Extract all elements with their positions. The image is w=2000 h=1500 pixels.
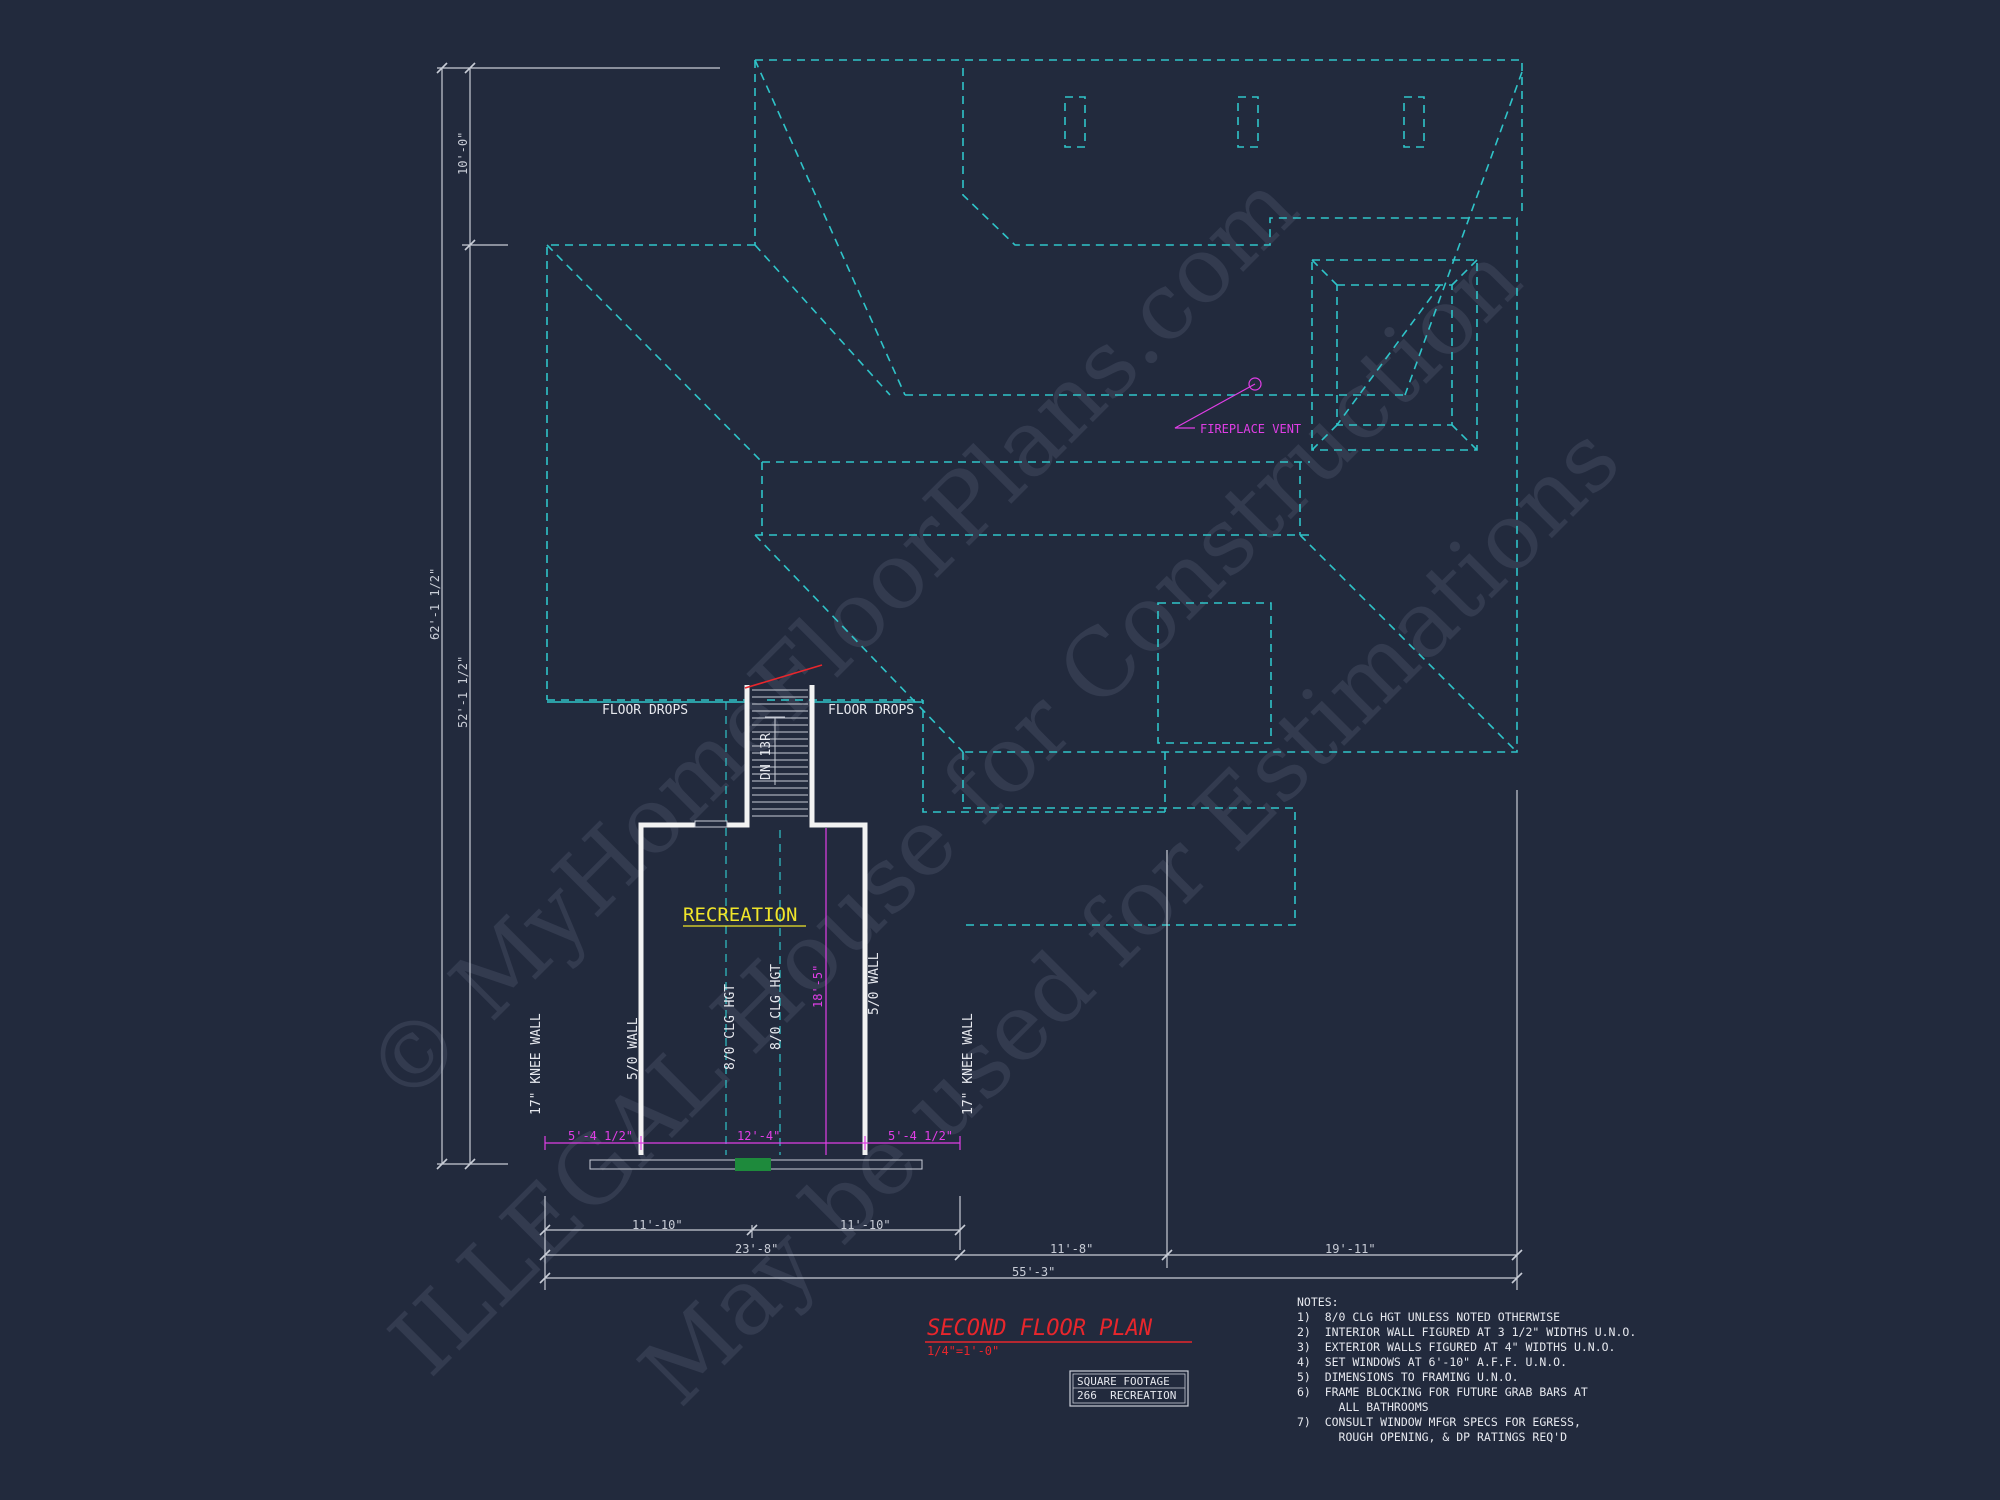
- door-opening: [694, 820, 728, 828]
- fireplace-vent-label: FIREPLACE VENT: [1200, 422, 1301, 436]
- dim-11-10-b: 11'-10": [840, 1218, 891, 1232]
- roof-outline: [546, 59, 1523, 926]
- square-footage-label: SQUARE FOOTAGE: [1077, 1375, 1170, 1388]
- stair: [752, 689, 808, 817]
- note-2: 2) INTERIOR WALL FIGURED AT 3 1/2" WIDTH…: [1297, 1325, 1636, 1339]
- stair-break-line: [744, 664, 823, 689]
- square-footage-box: SQUARE FOOTAGE 266 RECREATION: [1069, 1370, 1189, 1407]
- dim-19-11: 19'-11": [1325, 1242, 1376, 1256]
- plan-title: SECOND FLOOR PLAN: [927, 1316, 1153, 1341]
- note-7: 7) CONSULT WINDOW MFGR SPECS FOR EGRESS,: [1297, 1415, 1581, 1429]
- dim-12-4: 12'-4": [737, 1129, 780, 1143]
- note-4: 4) SET WINDOWS AT 6'-10" A.F.F. U.N.O.: [1297, 1355, 1567, 1369]
- room-label: RECREATION: [683, 904, 797, 926]
- note-5: 5) DIMENSIONS TO FRAMING U.N.O.: [1297, 1370, 1519, 1384]
- dim-52: 52'-1 1/2": [456, 656, 470, 728]
- notes-heading: NOTES:: [1297, 1295, 1339, 1309]
- plan-scale: 1/4"=1'-0": [927, 1344, 999, 1358]
- wall-5-left-label: 5/0 WALL: [626, 1017, 641, 1080]
- dim-11-8: 11'-8": [1050, 1242, 1093, 1256]
- notes: NOTES: 1) 8/0 CLG HGT UNLESS NOTED OTHER…: [1297, 1295, 1636, 1444]
- note-3: 3) EXTERIOR WALLS FIGURED AT 4" WIDTHS U…: [1297, 1340, 1616, 1354]
- floor-drops-left-label: FLOOR DROPS: [602, 703, 688, 718]
- dim-5-4-left: 5'-4 1/2": [568, 1129, 633, 1143]
- dim-62: 62'-1 1/2": [428, 568, 442, 640]
- note-6: 6) FRAME BLOCKING FOR FUTURE GRAB BARS A…: [1297, 1385, 1588, 1399]
- floor-hatch: [589, 1158, 923, 1171]
- knee-wall-left-label: 17" KNEE WALL: [529, 1013, 544, 1115]
- square-footage-value: 266 RECREATION: [1077, 1389, 1176, 1402]
- clg-height-1-label: 8/0 CLG HGT: [723, 984, 738, 1070]
- dim-10-0: 10'-0": [456, 132, 470, 175]
- dim-5-4-right: 5'-4 1/2": [888, 1129, 953, 1143]
- dim-18-5: 18'-5": [811, 965, 825, 1008]
- dim-11-10-a: 11'-10": [632, 1218, 683, 1232]
- note-1: 1) 8/0 CLG HGT UNLESS NOTED OTHERWISE: [1297, 1310, 1560, 1324]
- wall-5-right-label: 5/0 WALL: [867, 952, 882, 1015]
- dim-55-3: 55'-3": [1012, 1265, 1055, 1279]
- clg-height-2-label: 8/0 CLG HGT: [769, 964, 784, 1050]
- floor-drops-right-label: FLOOR DROPS: [828, 703, 914, 718]
- dim-23-8: 23'-8": [735, 1242, 778, 1256]
- stair-label: DN 13R: [759, 733, 774, 780]
- dimension-ticks: [436, 62, 1523, 1284]
- note-6-cont: ALL BATHROOMS: [1297, 1400, 1429, 1414]
- recreation-walls: [638, 685, 868, 1155]
- note-7-cont: ROUGH OPENING, & DP RATINGS REQ'D: [1297, 1430, 1567, 1444]
- magenta-dimensions: [544, 377, 1262, 1155]
- knee-wall-right-label: 17" KNEE WALL: [961, 1013, 976, 1115]
